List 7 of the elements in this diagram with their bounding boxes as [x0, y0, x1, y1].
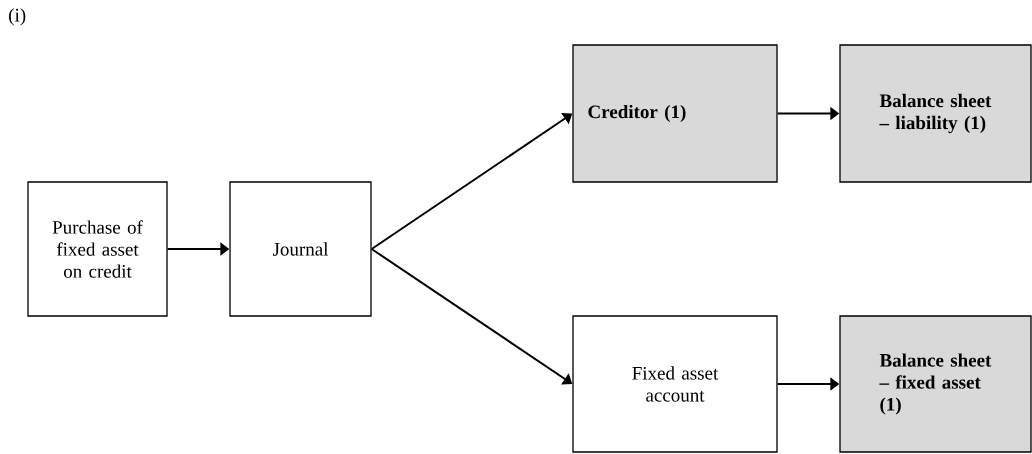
process-box: Fixed asset account: [572, 315, 778, 453]
process-box: Journal: [229, 181, 372, 317]
shaded-box: Balance sheet – fixed asset (1): [839, 315, 1032, 453]
panel-label: (i): [9, 8, 26, 26]
process-box: Purchase of fixed asset on credit: [27, 181, 168, 317]
shaded-box: Balance sheet – liability (1): [839, 44, 1032, 183]
shaded-box: Creditor (1): [572, 44, 778, 183]
